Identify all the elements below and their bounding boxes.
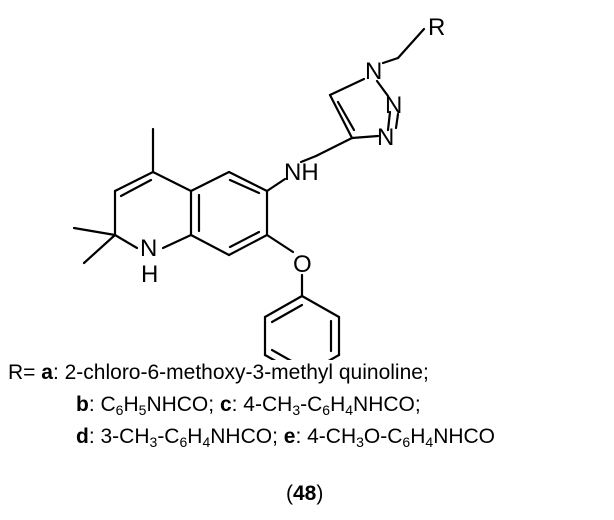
bond-c5-c4-inner [336,100,356,132]
triazole-n3-label: N [377,124,394,151]
triazole-n1-label: N [365,58,382,85]
legend-segment: a [41,361,53,384]
legend-segment: NHCO; [353,393,421,416]
compound-number-label: (48) [286,482,323,506]
bond-n1-c5 [328,77,366,97]
legend-segment: d [76,425,89,448]
legend-segment: 3 [356,434,364,450]
legend-segment: 4 [345,402,354,418]
legend-line-b-c: b: C6H5NHCO; c: 4-CH3-C6H4NHCO; [76,393,421,418]
bond-c8a-c8 [189,233,231,257]
bond-c2-n1 [113,233,139,250]
bond-n3-n2 [386,110,392,132]
bond-c5-c4 [328,93,354,140]
legend-segment: 3 [149,434,158,450]
legend-segment: NHCO [433,425,496,448]
bond-r-ch2 [396,27,426,60]
legend-segment: : 4-CH [231,393,293,416]
legend-line-d-e: d: 3-CH3-C6H4NHCO; e: 4-CH3O-C6H4NHCO [76,425,496,450]
bond-c8-c7 [227,233,269,257]
legend-segment: H [123,393,139,416]
bond-c2-methyl-b [82,233,117,265]
legend-segment: 6 [179,434,188,450]
legend-segment: 5 [138,402,147,418]
bond-ph-6 [263,294,304,319]
bond-c4-n3 [350,134,380,140]
legend-segment: b [76,393,89,416]
legend-segment: c [219,393,232,416]
bond-c6-nh [265,177,287,193]
ether-o-label: O [293,251,312,278]
ring-n-label: N [140,235,157,262]
legend-segment: O-C [363,425,403,448]
bond-c4a-c4 [151,170,193,193]
bond-c2-methyl-a [72,226,117,237]
legend-line-r-a: R= a: 2-chloro-6-methoxy-3-methyl quinol… [8,362,429,383]
legend-segment: -C [300,393,323,416]
legend-segment: 6 [322,402,331,418]
paren-open: ( [286,482,293,505]
bond-n1-c8a [161,233,193,250]
bond-ph-3 [327,353,341,360]
bond-ch2-n1 [381,56,400,65]
bond-ph-6-inner [270,303,304,324]
molecule-structure: R N N N NH N H O [72,14,445,360]
bond-n3-n2-inner [394,112,400,130]
bond-ch2-nh [299,154,318,164]
legend-segment: 3 [292,402,301,418]
legend-segment: H [187,425,203,448]
bond-c6-c5-inner [228,178,261,195]
bond-ph-4-inner [270,348,292,360]
bond-c4-c3-inner [119,178,153,198]
legend-segment: e [283,425,296,448]
bond-ph-4 [263,353,277,360]
legend-segment: 6 [115,402,124,418]
bond-c5-c4a [189,170,231,193]
legend-segment: H [330,393,346,416]
paren-close: ) [316,482,324,505]
legend-segment: NHCO; [210,425,284,448]
bond-c6-c5 [227,170,269,193]
legend-segment: : 4-CH [295,425,357,448]
legend-segment: 6 [402,434,411,450]
legend-segment: R= [8,361,42,384]
legend-segment: 4 [425,434,434,450]
legend-segment: 4 [202,434,211,450]
r-group-label: R [428,14,445,41]
triazole-n2-label: N [385,92,402,119]
ring-h-label: H [141,261,158,288]
bond-c7-o [265,233,295,254]
bond-n2-n1 [375,79,390,98]
legend-segment: : 2-chloro-6-methoxy-3-methyl quinoline; [52,361,429,384]
bond-ph-1 [300,294,341,319]
amine-nh-label: NH [284,159,319,186]
legend-segment: : 3-CH [88,425,150,448]
compound-number: 48 [293,482,317,505]
legend-segment: : C [88,393,116,416]
legend-segment: H [410,425,426,448]
bond-c8-c7-inner [228,230,261,249]
legend-segment: NHCO; [146,393,220,416]
bond-c4-ch2 [314,136,354,158]
bond-c4-c3 [113,170,155,193]
legend-segment: -C [157,425,180,448]
